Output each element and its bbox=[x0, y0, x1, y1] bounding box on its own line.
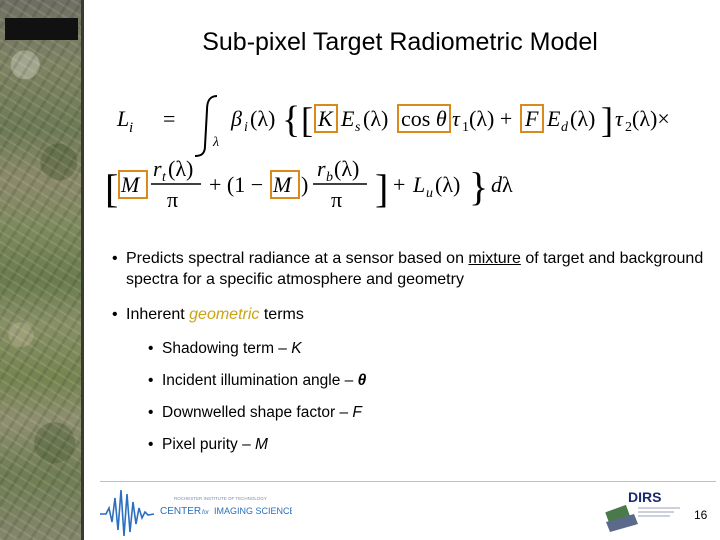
svg-text:τ: τ bbox=[615, 106, 624, 131]
svg-text:M: M bbox=[272, 172, 293, 197]
bullet-list: • Predicts spectral radiance at a sensor… bbox=[112, 248, 712, 467]
svg-text:(λ)×: (λ)× bbox=[632, 106, 670, 131]
geometric-highlight: geometric bbox=[189, 306, 260, 323]
bullet-geometric-terms: • Inherent geometric terms bbox=[112, 306, 304, 323]
svg-text:i: i bbox=[244, 120, 248, 135]
svg-text:dλ: dλ bbox=[491, 172, 513, 197]
radiometric-equation: L i = λ β i (λ) { [ K E s (λ) cos θ τ 1 … bbox=[105, 95, 670, 212]
svg-text:DIRS: DIRS bbox=[628, 489, 661, 505]
svg-text:ROCHESTER INSTITUTE OF TECHNOL: ROCHESTER INSTITUTE OF TECHNOLOGY bbox=[174, 496, 267, 501]
svg-text:E: E bbox=[546, 106, 561, 131]
svg-text:CENTER: CENTER bbox=[160, 506, 201, 517]
page-number: 16 bbox=[694, 508, 708, 522]
svg-text:(λ): (λ) bbox=[435, 172, 460, 197]
svg-text:r: r bbox=[153, 156, 162, 181]
svg-text:s: s bbox=[355, 120, 361, 135]
svg-text:M: M bbox=[120, 172, 141, 197]
svg-text:(λ): (λ) bbox=[570, 106, 595, 131]
satellite-image-strip bbox=[0, 0, 84, 540]
svg-text:K: K bbox=[317, 106, 334, 131]
svg-text:[: [ bbox=[105, 166, 118, 211]
dirs-logo: DIRS bbox=[605, 489, 680, 532]
svg-text:]: ] bbox=[375, 166, 388, 211]
svg-text:r: r bbox=[317, 156, 326, 181]
svg-text:(λ) +: (λ) + bbox=[469, 106, 512, 131]
corner-block bbox=[5, 18, 78, 40]
mixture-underline: mixture bbox=[468, 250, 521, 267]
svg-text:cos θ: cos θ bbox=[401, 106, 447, 131]
svg-text:(λ): (λ) bbox=[168, 156, 193, 181]
slide-title: Sub-pixel Target Radiometric Model bbox=[202, 28, 598, 56]
svg-text:[: [ bbox=[301, 100, 313, 140]
svg-text:+ (1 −: + (1 − bbox=[209, 172, 263, 197]
footer-divider bbox=[100, 481, 716, 482]
svg-text:L: L bbox=[116, 106, 129, 131]
sub-bullet-shadowing: •Shadowing term – K bbox=[148, 340, 302, 357]
svg-text:1: 1 bbox=[462, 120, 469, 135]
svg-text:(λ): (λ) bbox=[363, 106, 388, 131]
svg-text:τ: τ bbox=[452, 106, 461, 131]
svg-text:π: π bbox=[167, 187, 178, 212]
bullet-predicts: • Predicts spectral radiance at a sensor… bbox=[112, 250, 704, 288]
svg-text:t: t bbox=[162, 170, 167, 185]
sub-bullet-illumination-angle: •Incident illumination angle – θ bbox=[148, 372, 367, 389]
svg-text:F: F bbox=[524, 106, 539, 131]
svg-text:(λ): (λ) bbox=[334, 156, 359, 181]
sub-bullet-shape-factor: •Downwelled shape factor – F bbox=[148, 404, 362, 421]
svg-text:E: E bbox=[340, 106, 355, 131]
sub-bullet-pixel-purity: •Pixel purity – M bbox=[148, 436, 268, 453]
svg-text:for: for bbox=[202, 510, 210, 516]
svg-text:b: b bbox=[326, 170, 333, 185]
svg-text:{: { bbox=[282, 99, 300, 141]
svg-text:(λ): (λ) bbox=[250, 106, 275, 131]
svg-text:=: = bbox=[163, 106, 175, 131]
svg-text:d: d bbox=[561, 120, 569, 135]
svg-text:IMAGING SCIENCE: IMAGING SCIENCE bbox=[214, 506, 292, 516]
svg-text:}: } bbox=[469, 164, 488, 209]
waveform-icon bbox=[100, 489, 155, 537]
svg-text:]: ] bbox=[601, 100, 613, 140]
svg-text:β: β bbox=[230, 106, 242, 131]
svg-text:): ) bbox=[301, 172, 308, 197]
svg-text:π: π bbox=[331, 187, 342, 212]
svg-text:i: i bbox=[129, 120, 133, 136]
svg-text:λ: λ bbox=[212, 135, 219, 150]
cis-logo: ROCHESTER INSTITUTE OF TECHNOLOGY CENTER… bbox=[100, 489, 292, 537]
svg-text:u: u bbox=[426, 186, 433, 201]
svg-text:2: 2 bbox=[625, 120, 632, 135]
svg-text:+: + bbox=[393, 172, 405, 197]
svg-text:L: L bbox=[412, 172, 425, 197]
